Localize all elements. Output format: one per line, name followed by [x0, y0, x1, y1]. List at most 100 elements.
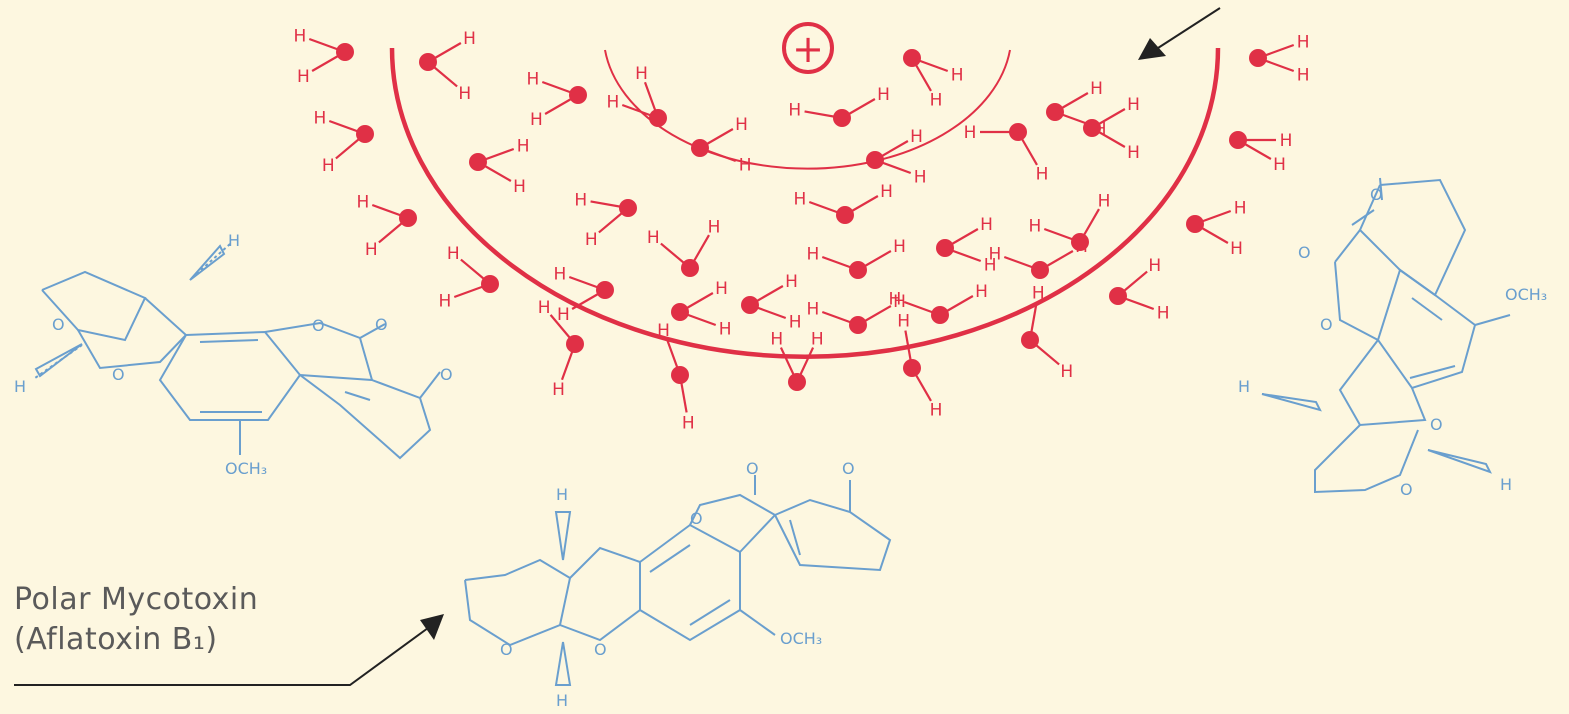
water-molecule: HH: [741, 272, 802, 332]
hydrogen-atom: H: [980, 215, 993, 235]
hydrogen-atom: H: [1148, 256, 1161, 276]
hydrogen-atom: H: [914, 167, 927, 187]
oxygen-label: O: [1430, 415, 1443, 434]
hydrogen-atom: H: [538, 298, 551, 318]
hydrogen-atom: H: [574, 191, 587, 211]
hydrogen-atom: H: [463, 29, 476, 49]
oxygen-atom: [481, 275, 499, 293]
water-molecule: HH: [657, 321, 695, 433]
hydrogen-atom: H: [517, 137, 530, 157]
oxygen-atom: [1186, 215, 1204, 233]
mycotoxin-right: O O O O O OCH₃ H H: [1238, 177, 1547, 499]
oxygen-atom: [681, 259, 699, 277]
water-molecule: HH: [313, 109, 374, 176]
hydrogen-atom: H: [657, 321, 670, 341]
hydrogen-atom: H: [910, 127, 923, 147]
positive-charge-symbol: +: [792, 27, 824, 71]
hydrogen-atom: H: [322, 156, 335, 176]
water-molecule: HH: [419, 29, 476, 104]
hydrogen-label: H: [228, 231, 240, 250]
oxygen-label: O: [312, 316, 325, 335]
oxygen-atom: [1249, 49, 1267, 67]
methoxy-label: OCH₃: [1505, 285, 1547, 304]
oxygen-atom: [836, 206, 854, 224]
oxygen-atom: [691, 139, 709, 157]
hydrogen-atom: H: [877, 85, 890, 105]
water-molecule: HH: [897, 312, 942, 421]
oxygen-label: O: [375, 315, 388, 334]
water-molecule: HH: [574, 191, 637, 250]
hydrogen-atom: H: [930, 91, 943, 111]
hydrogen-atom: H: [1127, 143, 1140, 163]
hydrogen-atom: H: [513, 177, 526, 197]
oxygen-atom: [336, 43, 354, 61]
hydrogen-atom: H: [1098, 191, 1111, 211]
methoxy-label: OCH₃: [225, 459, 267, 478]
oxygen-label: O: [1298, 243, 1311, 262]
oxygen-atom: [619, 199, 637, 217]
arrow-to-aflatoxin: [14, 614, 444, 686]
oxygen-atom: [649, 109, 667, 127]
water-molecule: HH: [691, 115, 752, 175]
oxygen-atom: [1009, 123, 1027, 141]
oxygen-label: O: [1400, 480, 1413, 499]
mycotoxin-label: Polar Mycotoxin: [14, 582, 259, 617]
hydrogen-atom: H: [975, 282, 988, 302]
hydrogen-atom: H: [806, 245, 819, 265]
stereo-wedge: [34, 343, 83, 378]
hydrogen-atom: H: [447, 244, 460, 264]
hydrogen-atom: H: [530, 110, 543, 130]
hydrogen-atom: H: [988, 245, 1001, 265]
oxygen-atom: [671, 366, 689, 384]
hydrogen-atom: H: [553, 265, 566, 285]
oxygen-atom: [1046, 103, 1064, 121]
oxygen-atom: [1071, 233, 1089, 251]
hydrogen-label: H: [556, 691, 568, 710]
water-molecule: HH: [606, 64, 667, 127]
water-molecule: HH: [936, 215, 997, 275]
oxygen-atom: [849, 316, 867, 334]
hydrogen-atom: H: [356, 193, 369, 213]
water-molecule: HH: [866, 127, 927, 187]
hydrogen-atom: H: [793, 190, 806, 210]
water-molecule: HH: [788, 85, 890, 127]
oxygen-atom: [569, 86, 587, 104]
water-molecule: HH: [964, 123, 1048, 185]
hydrogen-atom: H: [1297, 65, 1310, 85]
oxygen-atom: [1083, 119, 1101, 137]
oxygen-atom: [1021, 331, 1039, 349]
hydrogen-atom: H: [1273, 155, 1286, 175]
oxygen-atom: [1031, 261, 1049, 279]
oxygen-atom: [399, 209, 417, 227]
hydrogen-atom: H: [1032, 284, 1045, 304]
oxygen-atom: [1229, 131, 1247, 149]
water-molecule: HH: [1249, 33, 1310, 85]
hydrogen-atom: H: [1028, 217, 1041, 237]
hydrogen-label: H: [1500, 475, 1512, 494]
hydrogen-atom: H: [893, 292, 906, 312]
inner-solvation-shell: [604, 49, 1011, 170]
oxygen-atom: [866, 151, 884, 169]
water-molecule: HH: [1021, 284, 1073, 382]
hydrogen-atom: H: [458, 84, 471, 104]
oxygen-atom: [419, 53, 437, 71]
oxygen-atom: [788, 373, 806, 391]
hydrogen-atom: H: [789, 312, 802, 332]
hydrogen-atom: H: [1230, 239, 1243, 259]
hydrogen-atom: H: [1157, 303, 1170, 323]
mycotoxin-left: O O O O O OCH₃ H H: [14, 231, 453, 478]
hydrogen-atom: H: [1280, 131, 1293, 151]
stereo-wedge: [1427, 449, 1493, 474]
oxygen-label: O: [1320, 315, 1333, 334]
oxygen-label: O: [842, 459, 855, 478]
water-molecule: HH: [553, 265, 614, 325]
hydrogen-atom: H: [635, 64, 648, 84]
water-molecule: HH: [469, 137, 530, 197]
